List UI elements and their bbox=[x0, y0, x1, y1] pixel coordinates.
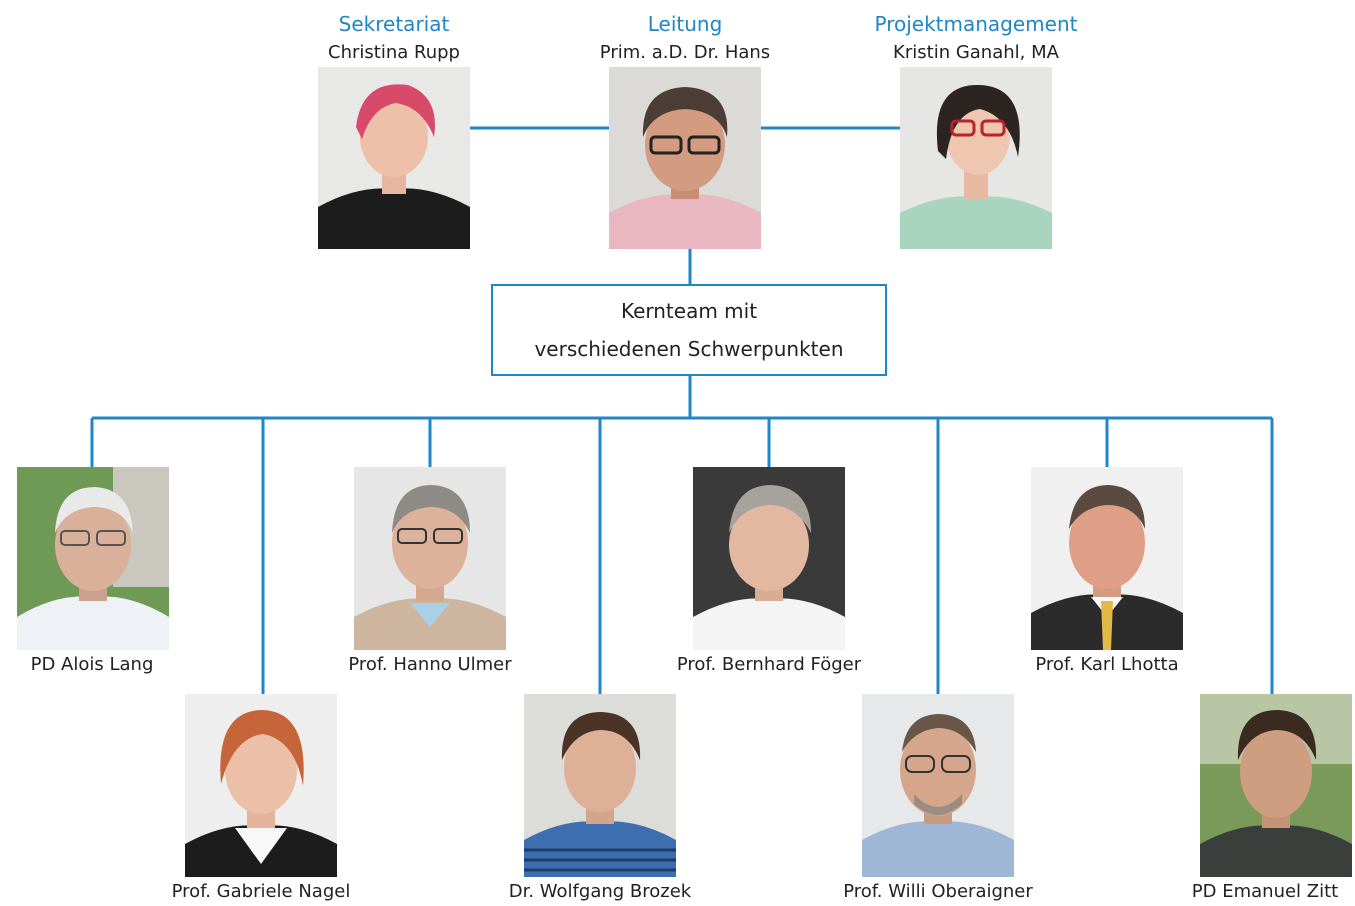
role-lead: Leitung bbox=[647, 12, 723, 36]
name-secretariat: Christina Rupp bbox=[328, 42, 460, 63]
role-project-management: Projektmanagement bbox=[874, 12, 1078, 36]
photo-member-8 bbox=[1200, 694, 1352, 877]
photo-member-7 bbox=[1031, 467, 1183, 650]
role-secretariat: Sekretariat bbox=[338, 12, 450, 36]
name-lead: Prim. a.D. Dr. Hans bbox=[599, 42, 771, 63]
core-team-line-1: Kernteam mit bbox=[620, 299, 758, 323]
name-member-2: Prof. Gabriele Nagel bbox=[171, 881, 351, 902]
photo-project-management bbox=[900, 67, 1052, 249]
photo-member-3 bbox=[354, 467, 506, 650]
photo-secretariat bbox=[318, 67, 470, 249]
name-project-management: Kristin Ganahl, MA bbox=[893, 42, 1059, 63]
photo-lead bbox=[609, 67, 761, 249]
core-team-box: Kernteam mit verschiedenen Schwerpunkten bbox=[491, 284, 887, 376]
name-member-3: Prof. Hanno Ulmer bbox=[348, 654, 512, 675]
name-member-8: PD Emanuel Zitt bbox=[1191, 881, 1339, 902]
core-team-line-2: verschiedenen Schwerpunkten bbox=[534, 337, 844, 361]
name-member-6: Prof. Willi Oberaigner bbox=[843, 881, 1033, 902]
photo-member-6 bbox=[862, 694, 1014, 877]
name-member-7: Prof. Karl Lhotta bbox=[1035, 654, 1179, 675]
photo-member-2 bbox=[185, 694, 337, 877]
photo-member-1 bbox=[17, 467, 169, 650]
name-member-4: Dr. Wolfgang Brozek bbox=[508, 881, 692, 902]
name-member-1: PD Alois Lang bbox=[30, 654, 154, 675]
photo-member-5 bbox=[693, 467, 845, 650]
name-member-5: Prof. Bernhard Föger bbox=[676, 654, 862, 675]
photo-member-4 bbox=[524, 694, 676, 877]
